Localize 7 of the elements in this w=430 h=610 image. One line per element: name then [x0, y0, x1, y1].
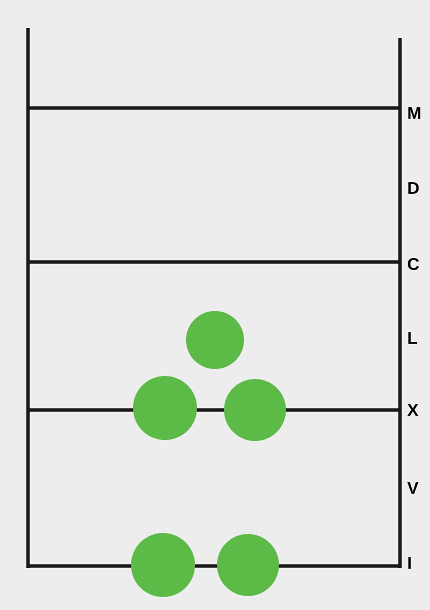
row-label: C — [408, 258, 419, 270]
row-label: M — [408, 107, 420, 119]
row-label: X — [407, 404, 418, 416]
row-label: V — [407, 482, 418, 494]
row-label: L — [408, 332, 418, 344]
row-label: I — [408, 557, 411, 569]
row-label: D — [408, 182, 419, 194]
